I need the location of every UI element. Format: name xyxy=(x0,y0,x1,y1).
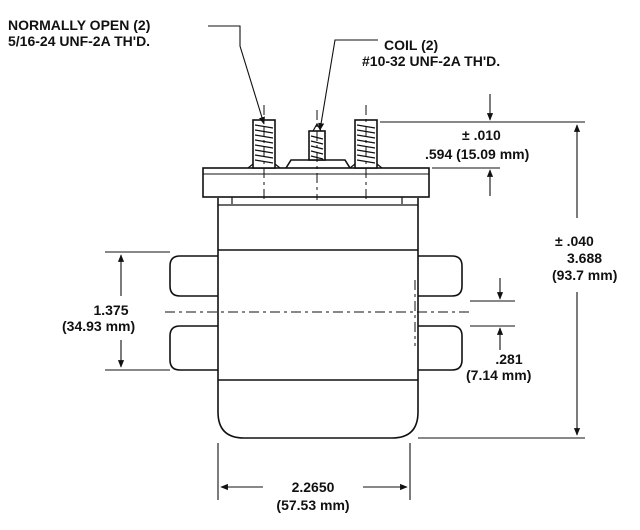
normally-open-callout-line1: NORMALLY OPEN (2) xyxy=(8,17,151,33)
bracket-spacing-inches: 1.375 xyxy=(93,302,129,318)
coil-callout-line2: #10-32 UNF-2A TH'D. xyxy=(362,53,501,69)
overall-height-tolerance: ± .040 xyxy=(555,233,594,249)
top-plate xyxy=(202,167,430,198)
bracket-gap-inches: .281 xyxy=(495,351,523,367)
coil-boss xyxy=(285,159,351,169)
bracket-upper-left xyxy=(169,255,218,297)
solenoid-body xyxy=(217,198,419,439)
normally-open-callout-line2: 5/16-24 UNF-2A TH'D. xyxy=(8,33,151,49)
bracket-spacing-mm: (34.93 mm) xyxy=(62,318,136,334)
body-width-inches: 2.2650 xyxy=(291,479,335,495)
terminal-height-value: .594 (15.09 mm) xyxy=(425,146,530,162)
bracket-lower-left xyxy=(169,325,218,371)
coil-callout-line1: COIL (2) xyxy=(384,37,439,53)
terminal-height-tolerance: ± .010 xyxy=(462,127,501,143)
bracket-lower-right xyxy=(418,325,463,371)
overall-height-inches: 3.688 xyxy=(567,250,603,266)
overall-height-mm: (93.7 mm) xyxy=(552,267,618,283)
bracket-upper-right xyxy=(418,255,463,297)
bracket-gap-mm: (7.14 mm) xyxy=(466,367,532,383)
body-width-mm: (57.53 mm) xyxy=(276,497,350,513)
